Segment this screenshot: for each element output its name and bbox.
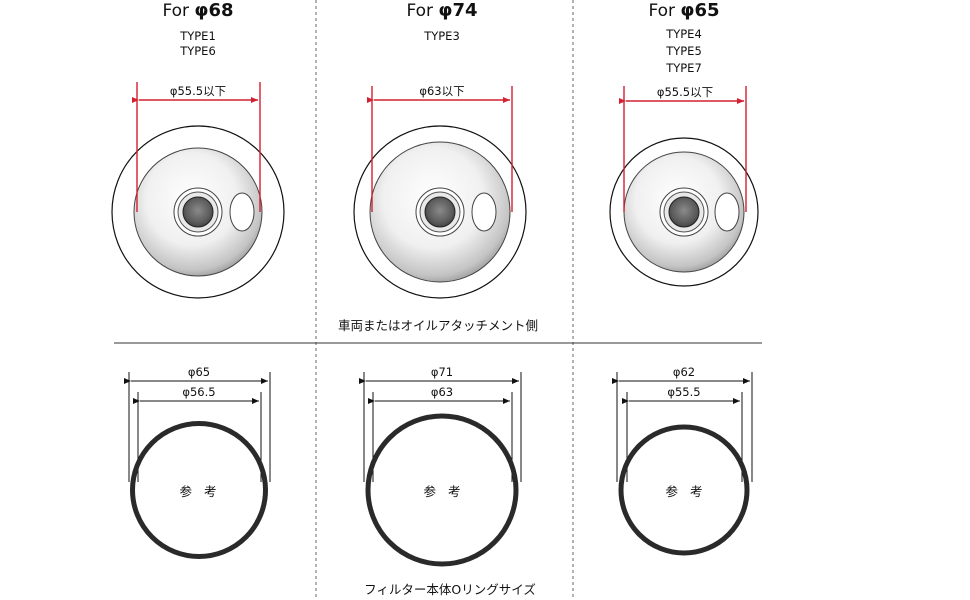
attachment-side-caption: 車両またはオイルアタッチメント側 [338, 318, 538, 333]
type-label: TYPE7 [665, 61, 702, 75]
column-heading: For φ74 [406, 0, 477, 21]
oring-ring [130, 421, 268, 559]
oring-reference-label: 参 考 [180, 484, 221, 499]
column-heading: For φ65 [648, 0, 719, 21]
column-heading: For φ68 [162, 0, 233, 21]
oring-ring [365, 413, 519, 567]
attachment-dimension [367, 86, 513, 212]
attachment-limit-label: φ55.5以下 [657, 85, 713, 99]
column-phi65: For φ65 TYPE4 TYPE5 TYPE7 φ55.5以下 φ62 φ [609, 0, 759, 556]
oring-outer-label: φ62 [673, 365, 695, 379]
oring-reference-label: 参 考 [424, 484, 465, 499]
attachment-face-drawing [111, 125, 285, 299]
oring-ring [618, 424, 750, 556]
oring-inner-label: φ55.5 [667, 385, 700, 399]
type-label: TYPE6 [179, 44, 216, 58]
column-phi68: For φ68 TYPE1 TYPE6 φ55.5以下 φ65 φ [111, 0, 285, 559]
type-label: TYPE5 [665, 44, 702, 58]
attachment-face-drawing [609, 137, 759, 287]
type-label: TYPE3 [423, 29, 460, 43]
attachment-dimension [619, 86, 747, 212]
attachment-limit-label: φ55.5以下 [170, 84, 226, 98]
attachment-dimension [132, 82, 261, 212]
filter-oring-caption: フィルター本体Oリングサイズ [364, 582, 536, 597]
type-label: TYPE1 [179, 29, 216, 43]
type-label: TYPE4 [665, 27, 702, 41]
column-phi74: For φ74 TYPE3 φ63以下 φ71 φ63 参 考 [353, 0, 527, 567]
attachment-face-drawing [353, 125, 527, 299]
oring-outer-label: φ71 [431, 365, 453, 379]
attachment-limit-label: φ63以下 [419, 84, 464, 98]
oring-reference-label: 参 考 [666, 484, 707, 499]
oring-inner-label: φ63 [431, 385, 453, 399]
oring-outer-label: φ65 [188, 365, 210, 379]
oring-inner-label: φ56.5 [182, 385, 215, 399]
